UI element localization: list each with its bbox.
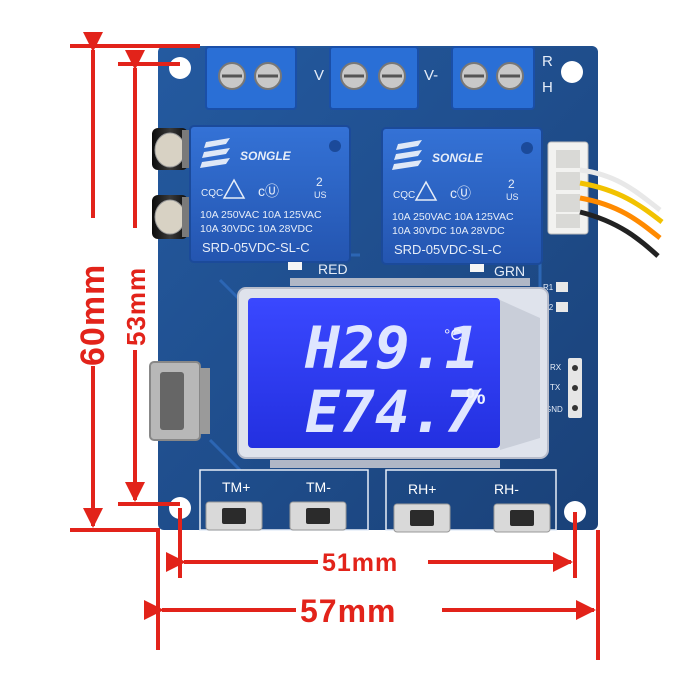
relay-right-brand: SONGLE xyxy=(432,151,484,165)
relay-right-ul-number: 2 xyxy=(508,177,515,191)
silk-r1: R1 xyxy=(543,283,554,292)
silk-tm-minus: TM- xyxy=(306,479,331,495)
silk-v-minus: V- xyxy=(424,67,438,84)
dim-label-60mm: 60mm xyxy=(74,264,112,366)
screw-terminal-left xyxy=(205,46,297,110)
resistor-r1 xyxy=(556,282,568,292)
micro-usb-port xyxy=(149,361,210,441)
led-green xyxy=(470,264,484,272)
relay-right-cert: CQC xyxy=(393,190,415,201)
relay-right-model: SRD-05VDC-SL-C xyxy=(394,242,502,257)
button-tm-plus[interactable] xyxy=(205,501,263,531)
dim-label-53mm: 53mm xyxy=(121,267,151,346)
lcd-line-temperature: E74.7 xyxy=(305,378,480,446)
relay-left: SONGLE CQC cⓊ 2 US 10A 250VAC 10A 125VAC… xyxy=(189,125,351,263)
mounting-hole-tr xyxy=(561,61,583,83)
silk-r: R xyxy=(542,53,553,70)
silk-rh-minus: RH- xyxy=(494,481,519,497)
silk-v-plus: V xyxy=(314,67,324,84)
dim-label-51mm: 51mm xyxy=(322,549,398,577)
button-rh-plus[interactable] xyxy=(393,503,451,533)
button-rh-minus[interactable] xyxy=(493,503,551,533)
relay-left-cert: CQC xyxy=(201,188,223,199)
lcd-pins xyxy=(270,278,530,468)
silk-gnd: GND xyxy=(545,405,563,414)
capacitor-top xyxy=(152,128,190,170)
capacitor-bottom xyxy=(152,195,190,239)
relay-right-ul-us: US xyxy=(506,192,519,202)
mounting-hole-tl xyxy=(169,57,191,79)
screw-terminal-middle xyxy=(329,46,419,110)
silk-red: RED xyxy=(318,261,348,277)
relay-left-brand: SONGLE xyxy=(240,149,292,163)
silk-tm-plus: TM+ xyxy=(222,479,250,495)
relay-left-model: SRD-05VDC-SL-C xyxy=(202,240,310,255)
songle-logo-icon xyxy=(392,140,422,170)
relay-left-rating-1: 10A 250VAC 10A 125VAC xyxy=(200,209,322,221)
lcd-unit-celsius: °C xyxy=(444,327,462,344)
silk-rh-plus: RH+ xyxy=(408,481,436,497)
silk-h: H xyxy=(542,79,553,96)
relay-right: SONGLE CQC cⓊ 2 US 10A 250VAC 10A 125VAC… xyxy=(381,127,543,265)
relay-right-rating-2: 10A 30VDC 10A 28VDC xyxy=(392,225,505,237)
button-tm-minus[interactable] xyxy=(289,501,347,531)
silk-rx: RX xyxy=(550,363,562,372)
warning-triangle-icon xyxy=(222,178,246,199)
silk-grn: GRN xyxy=(494,263,525,279)
sensor-wires xyxy=(579,167,664,258)
jst-connector xyxy=(547,141,589,235)
silk-tx: TX xyxy=(550,383,561,392)
relay-right-rating-1: 10A 250VAC 10A 125VAC xyxy=(392,211,514,223)
led-red xyxy=(288,262,302,270)
button-panel: TM+ TM- RH+ RH- xyxy=(199,469,557,531)
lcd-line-humidity: H29.1 xyxy=(304,314,480,382)
ul-mark-icon: cⓊ xyxy=(450,185,471,201)
relay-left-ul-us: US xyxy=(314,190,327,200)
screw-terminal-right xyxy=(451,46,535,110)
songle-logo-icon xyxy=(200,138,230,168)
lcd-side-glass xyxy=(500,300,540,450)
ul-mark-icon: cⓊ xyxy=(258,183,279,199)
relay-left-rating-2: 10A 30VDC 10A 28VDC xyxy=(200,223,313,235)
lcd-display: H29.1 °C E74.7 % xyxy=(237,287,549,459)
lcd-unit-percent: % xyxy=(466,384,486,409)
relay-left-ul-number: 2 xyxy=(316,175,323,189)
dim-label-57mm: 57mm xyxy=(300,593,397,629)
warning-triangle-icon xyxy=(414,180,438,201)
lcd-screen xyxy=(248,298,500,448)
resistor-r2 xyxy=(556,302,568,312)
